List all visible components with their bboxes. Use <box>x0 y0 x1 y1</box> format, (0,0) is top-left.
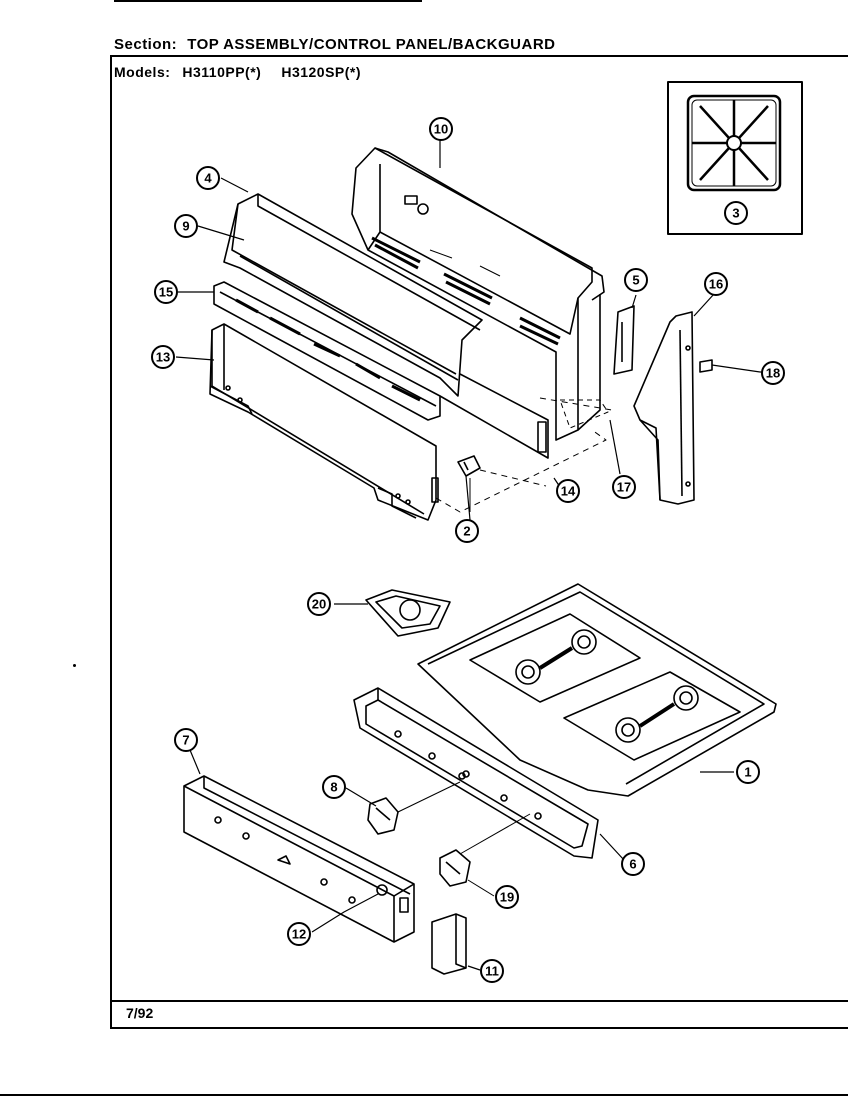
knob-part <box>439 813 531 897</box>
callout-2: 2 <box>463 524 470 539</box>
callout-11: 11 <box>485 964 499 979</box>
callout-14: 14 <box>561 484 576 499</box>
callout-10: 10 <box>434 122 448 137</box>
callout-12: 12 <box>292 927 306 942</box>
end-cap <box>633 311 695 505</box>
backguard-frame <box>351 147 609 441</box>
model-number: H3110PP(*) <box>182 64 262 80</box>
callout-4: 4 <box>204 171 212 186</box>
callout-19: 19 <box>500 890 514 905</box>
backguard-front-panel <box>209 323 439 521</box>
callout-5: 5 <box>632 273 639 288</box>
grate-inset <box>667 81 803 235</box>
side-bracket <box>613 305 635 375</box>
trim-strip <box>213 281 441 421</box>
callout-circles <box>151 117 785 983</box>
callout-17: 17 <box>617 480 631 495</box>
callout-16: 16 <box>709 277 723 292</box>
callout-8: 8 <box>330 780 337 795</box>
section-heading: Section: TOP ASSEMBLY/CONTROL PANEL/BACKG… <box>114 36 556 53</box>
section-title: TOP ASSEMBLY/CONTROL PANEL/BACKGUARD <box>187 36 556 53</box>
manifold-panel <box>353 687 599 859</box>
callout-7: 7 <box>182 733 189 748</box>
callout-9: 9 <box>182 219 189 234</box>
gasket-part <box>365 589 451 637</box>
screw-part <box>699 359 761 373</box>
cooktop <box>417 583 777 797</box>
callout-3: 3 <box>732 206 739 221</box>
callout-15: 15 <box>159 285 173 300</box>
model-number: H3120SP(*) <box>281 64 362 80</box>
callout-20: 20 <box>312 597 326 612</box>
top-rule <box>114 0 422 2</box>
stray-dot <box>73 664 76 667</box>
callout-18: 18 <box>766 366 780 381</box>
footer-rule <box>112 1000 848 1002</box>
hidden-lines <box>435 397 613 513</box>
revision-date: 7/92 <box>126 1005 154 1021</box>
knob-part <box>367 772 466 835</box>
callout-6: 6 <box>629 857 636 872</box>
diagram-frame <box>110 55 848 1029</box>
control-panel <box>183 775 415 943</box>
callout-13: 13 <box>156 350 170 365</box>
section-label: Section: <box>114 36 178 53</box>
models-label: Models: <box>114 64 171 80</box>
bracket-block <box>431 913 467 975</box>
clip-part <box>457 455 481 512</box>
callout-1: 1 <box>744 765 751 780</box>
rear-panel-bar <box>439 373 549 459</box>
backguard-top-cap <box>223 193 483 397</box>
leader-lines <box>175 140 768 971</box>
models-heading: Models: H3110PP(*) H3120SP(*) <box>114 64 381 80</box>
page-bottom-rule <box>0 1094 848 1096</box>
